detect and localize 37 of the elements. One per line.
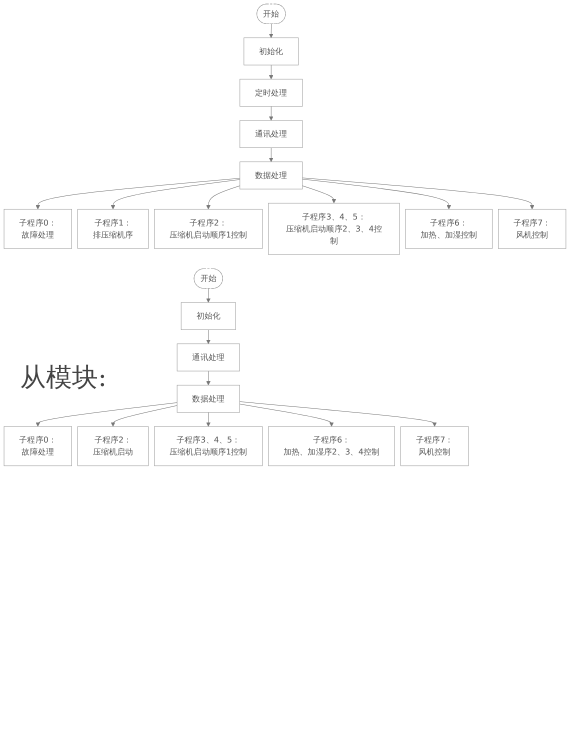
arrow — [36, 178, 240, 210]
arrow — [206, 329, 211, 344]
node-box: 子程序3、4、5： 压缩机启动顺序2、3、4控制 — [268, 202, 400, 255]
arrow — [110, 405, 178, 427]
arrow — [268, 147, 274, 162]
node-box: 子程序2： 压缩机启动顺序1控制 — [154, 208, 263, 249]
node-box: 定时处理 — [240, 78, 303, 107]
node-box: 子程序7： 风机控制 — [400, 426, 469, 466]
arrow — [268, 24, 274, 38]
arrow — [268, 64, 274, 80]
node-box: 通讯处理 — [240, 120, 303, 148]
arrow — [239, 404, 334, 427]
arrow — [36, 402, 178, 427]
arrow — [268, 106, 274, 121]
node-box: 子程序1： 排压缩机序 — [78, 208, 149, 249]
arrow — [206, 370, 211, 386]
node-box: 初始化 — [180, 302, 236, 330]
arrow — [302, 185, 336, 204]
node-box: 数据处理 — [240, 162, 303, 190]
section-heading: 从模块: — [20, 362, 107, 395]
arrow — [206, 288, 211, 303]
node-box: 子程序6： 加热、加湿控制 — [405, 208, 492, 249]
node-box: 数据处理 — [176, 384, 240, 413]
node-box: 初始化 — [244, 38, 299, 66]
arrow — [239, 401, 437, 427]
node-box: 子程序7： 风机控制 — [498, 208, 566, 249]
node-box: 子程序3、4、5： 压缩机启动顺序1控制 — [154, 426, 263, 466]
node-box: 子程序2： 压缩机启动 — [78, 426, 149, 466]
arrow — [206, 185, 240, 210]
node-box: 子程序0： 故障处理 — [4, 208, 72, 249]
arrow — [302, 178, 534, 210]
arrow — [206, 412, 211, 427]
node-box: 子程序6： 加热、加湿序2、3、4控制 — [268, 426, 395, 466]
node-box: 子程序0： 故障处理 — [4, 426, 72, 466]
arrow — [302, 178, 452, 210]
arrow — [110, 179, 240, 210]
node-box: 通讯处理 — [176, 344, 240, 372]
